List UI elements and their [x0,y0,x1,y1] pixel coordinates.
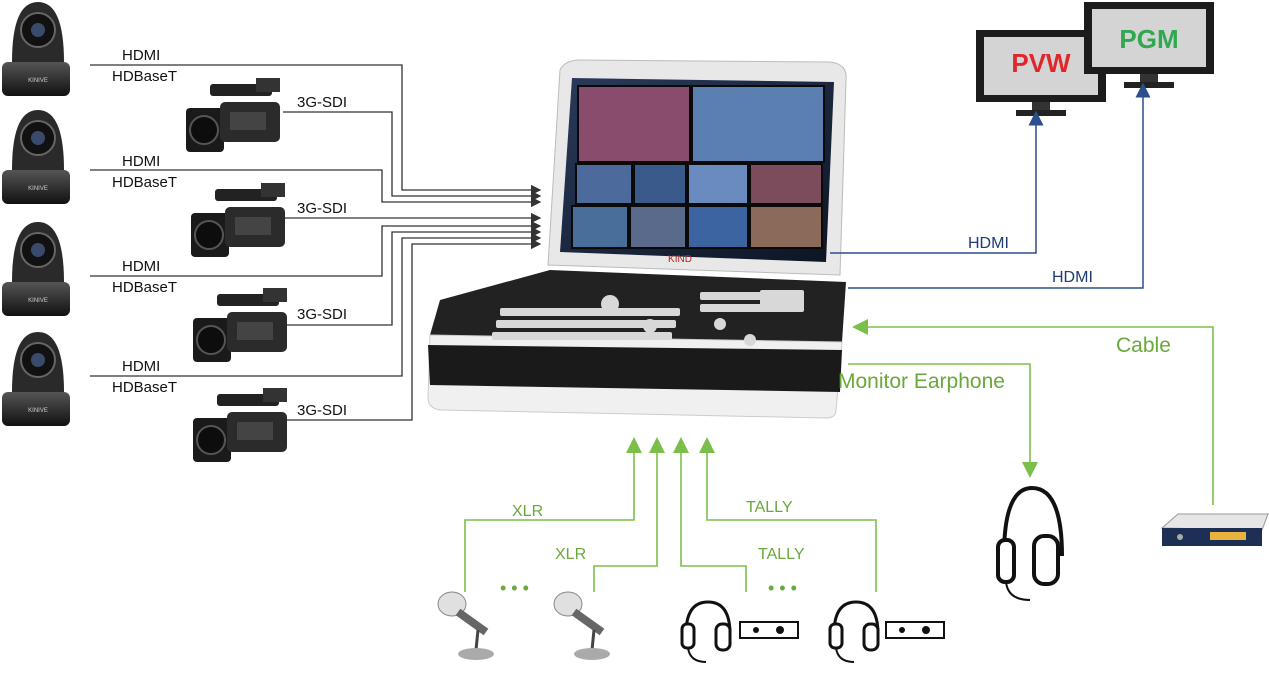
microphone-2 [553,591,610,660]
svg-text:KINIVE: KINIVE [28,298,48,304]
camcorder-4 [193,388,287,462]
input-3-hdmi-label: HDMI [122,258,160,275]
input-3-hdbaset-label: HDBaseT [112,279,177,296]
audio-network-lines [464,319,1214,592]
monitor-headphone [996,485,1064,601]
xlr-label-1: XLR [512,503,543,520]
input-1-hdbaset-label: HDBaseT [112,68,177,85]
tally-headset-1 [680,600,799,663]
pvw-label: PVW [1011,48,1071,78]
ptz-camera-2: KINIVE [2,110,70,204]
camcorder-3 [193,288,287,362]
input-2-sdi-label: 3G-SDI [297,200,347,217]
hdmi-pvw-label: HDMI [968,235,1009,252]
multiview-tiles [571,85,825,249]
network-router [1160,513,1269,546]
camcorder-2 [191,183,285,257]
tally-headset-2 [828,600,945,663]
control-panel-keys [492,290,804,346]
ptz-camera-3: KINIVE [2,222,70,316]
tally-label-2: TALLY [758,546,805,563]
svg-text:KINIVE: KINIVE [28,186,48,192]
input-2-hdbaset-label: HDBaseT [112,174,177,191]
portable-switcher: KIND [427,59,847,419]
input-4-hdmi-label: HDMI [122,358,160,375]
input-4-sdi-label: 3G-SDI [297,402,347,419]
cable-label: Cable [1116,334,1171,357]
input-2-hdmi-label: HDMI [122,153,160,170]
tally-dots: • • • [768,578,797,598]
input-1-hdmi-label: HDMI [122,47,160,64]
ptz-camera-1: KINIVE [2,2,70,96]
ptz-camera-4: KINIVE [2,332,70,426]
switcher-brand: KIND [668,254,692,265]
monitor-earphone-label: Monitor Earphone [838,370,1005,393]
microphone-1 [437,591,494,660]
microphone-dots: • • • [500,578,529,598]
svg-text:KINIVE: KINIVE [28,78,48,84]
pgm-label: PGM [1119,24,1178,54]
svg-text:KINIVE: KINIVE [28,408,48,414]
tally-label-1: TALLY [746,499,793,516]
xlr-label-2: XLR [555,546,586,563]
input-3-sdi-label: 3G-SDI [297,306,347,323]
hdmi-pgm-label: HDMI [1052,269,1093,286]
input-lines [90,64,542,421]
input-4-hdbaset-label: HDBaseT [112,379,177,396]
camcorder-1 [186,78,280,152]
input-1-sdi-label: 3G-SDI [297,94,347,111]
output-lines [830,82,1151,289]
